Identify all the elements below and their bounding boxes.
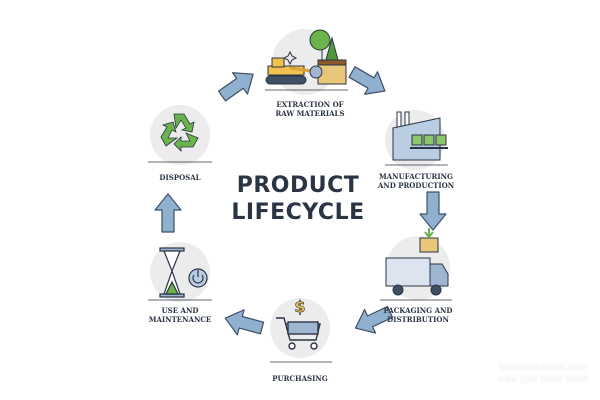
label-line: RAW MATERIALS [275, 109, 345, 118]
disposal-circle [150, 105, 210, 165]
hourglass-power-icon [159, 247, 208, 298]
arrow-use-to-disposal [154, 193, 182, 233]
watermark-line-2: +84 128 3630 1045 [497, 375, 589, 385]
delivery-truck-icon [385, 228, 449, 296]
watermark-line-1: timberphoenix.com [499, 363, 587, 373]
label-line: USE AND [161, 306, 199, 315]
label-line: AND PRODUCTION [377, 181, 455, 190]
recycle-icon [160, 113, 199, 152]
svg-text:$: $ [294, 297, 305, 316]
label-line: DISTRIBUTION [387, 315, 449, 324]
label-line: DISPOSAL [159, 173, 201, 182]
watermark: timberphoenix.com +84 128 3630 1045 [488, 362, 598, 386]
shopping-cart-dollar-icon: $ [276, 297, 321, 350]
diagram-title: PRODUCT LIFECYCLE [198, 172, 398, 226]
label-use: USE AND MAINTENANCE [120, 306, 240, 324]
bulldozer-tree-icon [265, 29, 347, 85]
factory-icon [392, 111, 448, 161]
label-line: MAINTENANCE [148, 315, 212, 324]
title-line-2: LIFECYCLE [231, 200, 365, 225]
label-disposal: DISPOSAL [120, 173, 240, 182]
label-manufacturing: MANUFACTURING AND PRODUCTION [356, 172, 476, 190]
label-purchasing: PURCHASING [240, 374, 360, 383]
arrow-extraction-to-manufacturing [344, 60, 393, 103]
title-line-1: PRODUCT [236, 173, 360, 198]
label-packaging: PACKAGING AND DISTRIBUTION [358, 306, 478, 324]
label-line: EXTRACTION OF [276, 100, 344, 109]
label-line: PACKAGING AND [383, 306, 453, 315]
label-line: MANUFACTURING [378, 172, 454, 181]
arrow-manufacturing-to-packaging [419, 191, 447, 231]
label-extraction: EXTRACTION OF RAW MATERIALS [250, 100, 370, 118]
label-line: PURCHASING [272, 374, 328, 383]
